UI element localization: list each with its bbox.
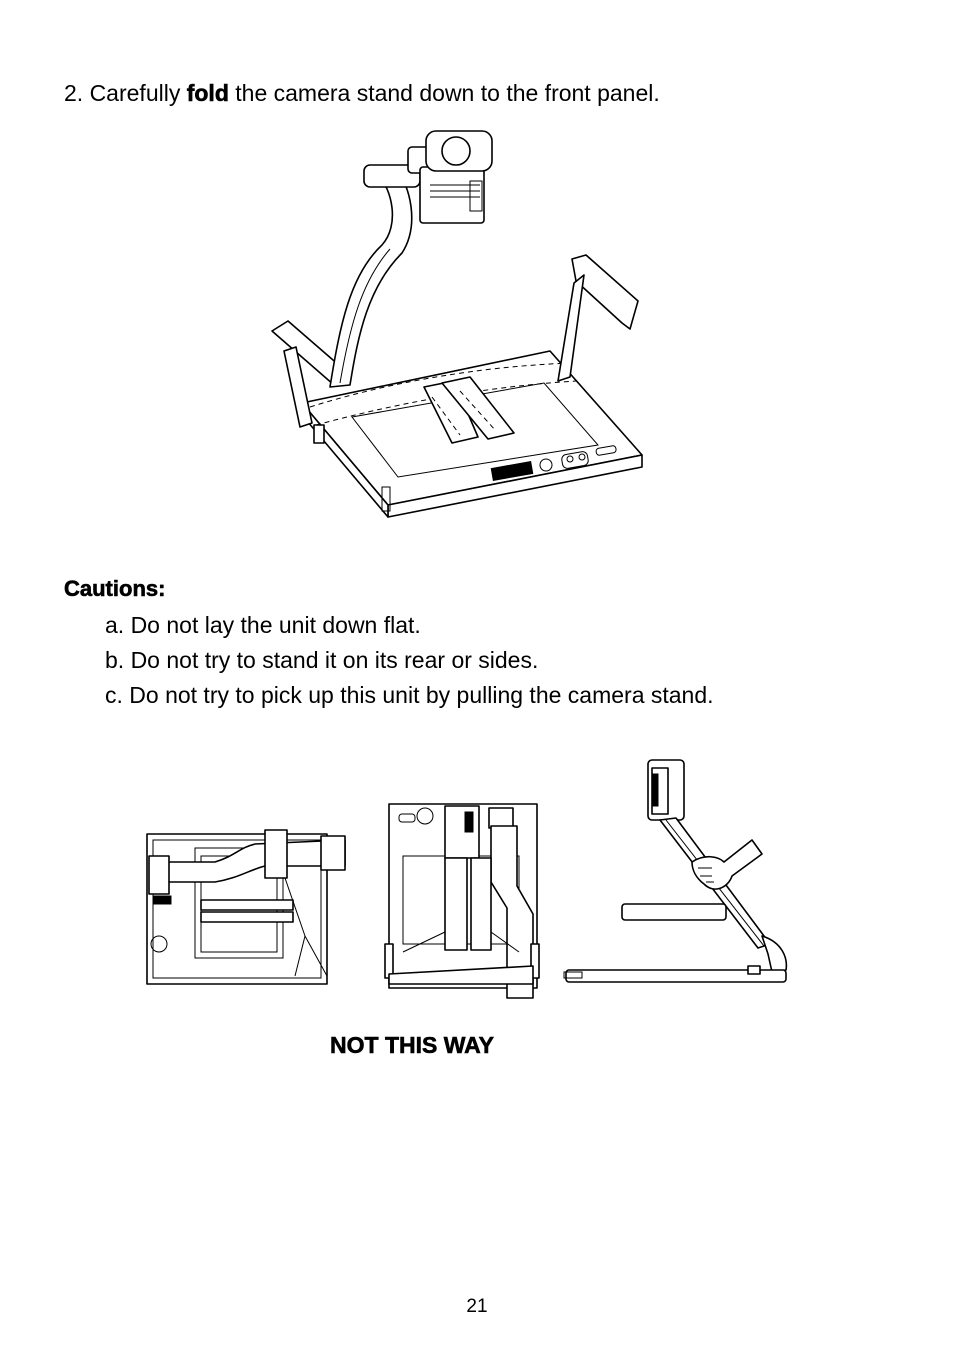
folding-camera-illustration	[270, 125, 650, 525]
step-text-bold: fold	[186, 80, 229, 107]
unit-lifted-by-stand-illustration	[562, 758, 794, 990]
step-text-suffix: the camera stand down to the front panel…	[228, 80, 660, 106]
caution-item-c: c. Do not try to pick up this unit by pu…	[105, 682, 714, 708]
step-text-prefix: 2. Carefully	[64, 80, 187, 106]
caution-item-a: a. Do not lay the unit down flat.	[105, 612, 421, 638]
unit-laid-flat-illustration	[145, 826, 355, 988]
caution-item-b: b. Do not try to stand it on its rear or…	[105, 647, 539, 673]
step-instruction: 2. Carefully fold the camera stand down …	[64, 80, 660, 107]
page-number: 21	[466, 1296, 488, 1317]
unit-standing-rear-illustration	[383, 802, 543, 1002]
cautions-heading: Cautions:	[64, 576, 166, 602]
not-this-way-label: NOT THIS WAY	[330, 1032, 495, 1059]
